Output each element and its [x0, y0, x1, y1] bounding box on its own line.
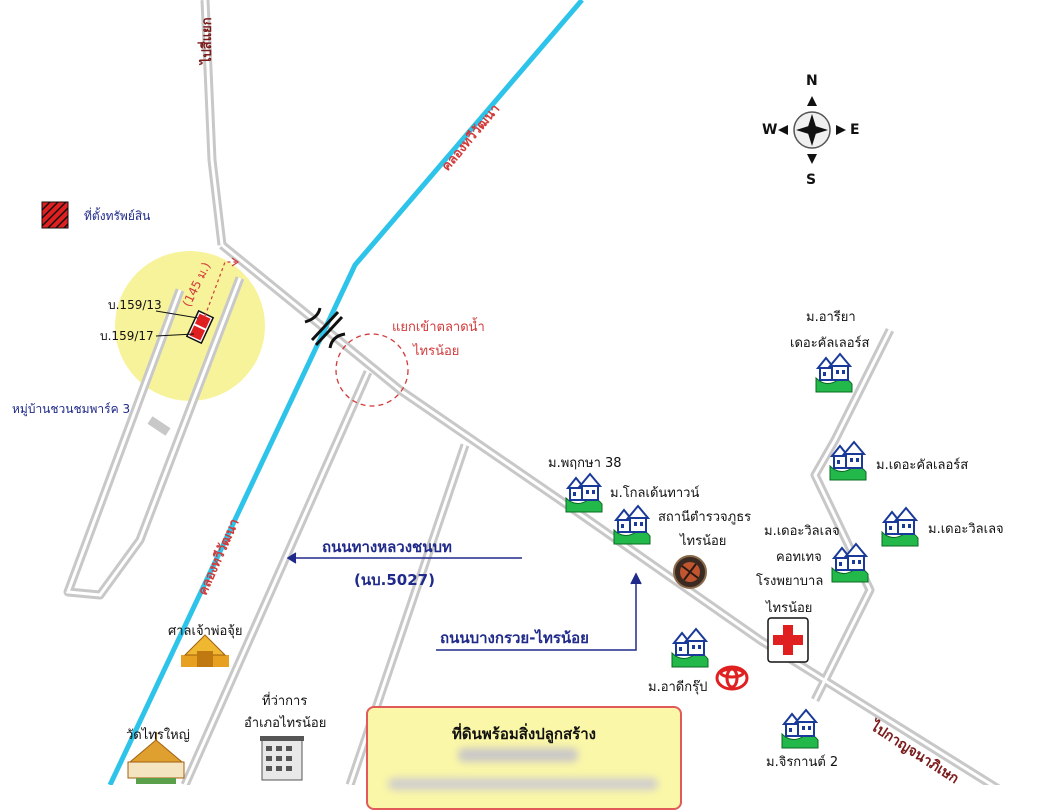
canal-thawi-watthana	[107, 0, 584, 785]
market-junction-label-2: ไทรน้อย	[413, 344, 460, 359]
village-the-colors-label: ม.เดอะคัลเลอร์ส	[876, 458, 969, 473]
hospital-label-2: ไทรน้อย	[766, 601, 813, 616]
rural-highway-code: (นบ.5027)	[354, 571, 435, 589]
market-junction-circle	[335, 333, 409, 407]
info-title: ที่ดินพร้อมสิ่งปลูกสร้าง	[452, 725, 596, 743]
village-areeya-label-1: ม.อารียา	[806, 310, 856, 325]
police-station-label-2: ไทรน้อย	[680, 534, 727, 549]
shrine-icon	[181, 634, 229, 667]
road-main-diagonal	[219, 241, 1001, 785]
police-badge-icon	[673, 555, 707, 589]
compass-west: W	[762, 122, 778, 138]
house-icon	[565, 473, 603, 513]
government-building-icon	[260, 736, 304, 781]
compass-south: S	[806, 172, 817, 188]
house-icon	[831, 543, 869, 583]
police-station-label-1: สถานีตำรวจภูธร	[658, 510, 752, 525]
district-office-label-1: ที่ว่าการ	[262, 694, 308, 709]
village-pruksa-label: ม.พฤกษา 38	[548, 456, 622, 471]
house-icon	[671, 628, 709, 668]
blurred-text	[388, 778, 658, 790]
map-canvas	[41, 0, 1001, 785]
house-icon	[781, 709, 819, 749]
village-jirakan-label: ม.จิรกานต์ 2	[766, 755, 839, 770]
village-chuanchom-label: หมู่บ้านชวนชมพาร์ค 3	[12, 402, 131, 416]
legend-parcel-swatch	[41, 201, 69, 229]
road-soi-connector	[147, 416, 171, 436]
house-icon	[613, 505, 651, 545]
village-cottage-label-1: ม.เดอะวิลเลจ	[764, 524, 840, 539]
district-office-label-2: อำเภอไทรน้อย	[244, 716, 327, 731]
plot-label-159-17: บ.159/17	[100, 329, 154, 343]
temple-label: วัดไทรใหญ่	[126, 728, 190, 743]
village-adi-group-label: ม.อาดีกรุ๊ป	[648, 680, 708, 695]
compass-east: E	[850, 122, 860, 138]
house-icon	[815, 353, 853, 393]
blurred-text	[458, 748, 578, 762]
legend-label: ที่ตั้งทรัพย์สิน	[84, 209, 151, 223]
hospital-cross-icon	[767, 617, 809, 663]
bridge-icon	[304, 307, 346, 349]
rural-highway-label: ถนนทางหลวงชนบท	[322, 538, 452, 556]
toyota-logo-icon	[715, 665, 749, 691]
info-box: ที่ดินพร้อมสิ่งปลูกสร้าง	[366, 706, 682, 810]
compass-rose-icon	[778, 96, 846, 164]
rural-highway-arrow	[286, 552, 522, 564]
market-junction-label-1: แยกเข้าตลาดน้ำ	[392, 320, 485, 335]
village-golden-town-label: ม.โกลเด้นทาวน์	[610, 486, 700, 501]
village-the-village-label: ม.เดอะวิลเลจ	[928, 522, 1004, 537]
bangkruai-road-label: ถนนบางกรวย-ไทรน้อย	[440, 629, 589, 647]
house-icon	[881, 507, 919, 547]
parcel-highlight	[115, 251, 265, 401]
plot-label-159-13: บ.159/13	[108, 298, 162, 312]
compass-north: N	[806, 73, 818, 89]
road-label-top-left: ไปสี่แยก	[200, 17, 215, 64]
bangkruai-arrow	[436, 572, 642, 651]
temple-icon	[127, 732, 185, 784]
village-cottage-label-2: คอทเทจ	[776, 550, 822, 565]
shrine-label: ศาลเจ้าพ่อจุ้ย	[168, 624, 243, 639]
hospital-label-1: โรงพยาบาล	[756, 574, 824, 589]
village-areeya-label-2: เดอะคัลเลอร์ส	[790, 336, 870, 351]
